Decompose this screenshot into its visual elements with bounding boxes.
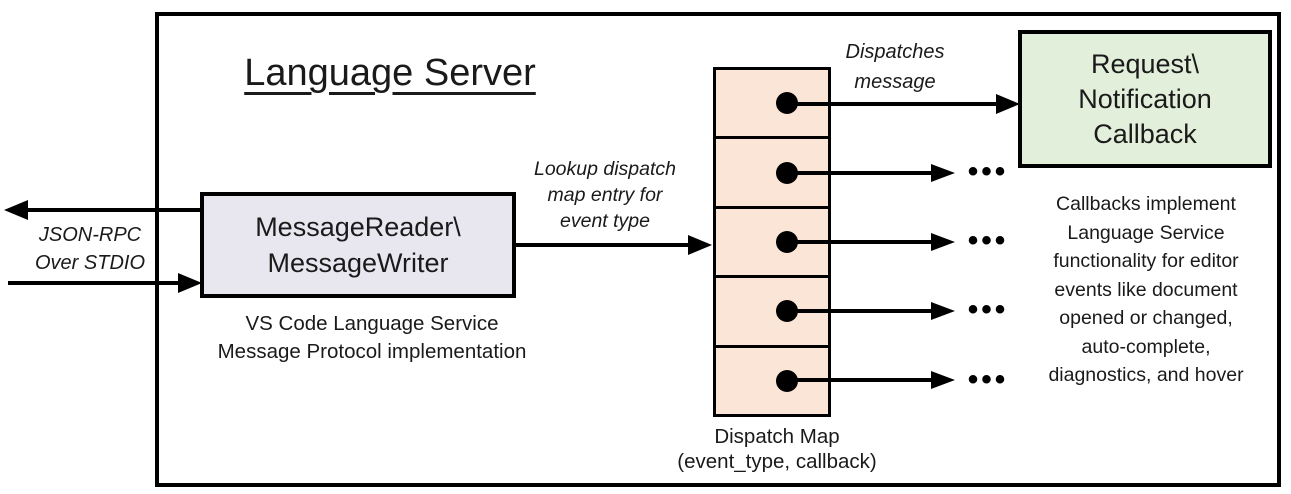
callbacks-description-line: auto-complete,: [1081, 335, 1211, 358]
dispatches-message-label: Dispatches message: [830, 37, 960, 97]
callbacks-description-line: opened or changed,: [1059, 307, 1233, 329]
dispatch-map-caption-line: (event_type, callback): [677, 450, 877, 473]
message-box-caption-line: VS Code Language Service: [245, 312, 499, 335]
dispatch-entry-dot-icon: [776, 369, 798, 392]
dispatch-entry-dot-icon: [776, 161, 798, 184]
callback-box-line: Notification: [1078, 83, 1212, 114]
dispatch-entry-dot-icon: [776, 92, 798, 115]
dispatch-entry-dot-icon: [776, 231, 798, 254]
ellipsis-label: •••: [967, 224, 1009, 257]
lookup-label-line: map entry for: [547, 184, 663, 206]
callbacks-description-line: Language Service: [1067, 221, 1225, 244]
json-rpc-label-line: Over STDIO: [34, 252, 145, 274]
dispatch-cell: [716, 278, 828, 348]
callback-box-line: Request\: [1090, 48, 1200, 79]
request-notification-callback-box: Request\ Notification Callback: [1018, 30, 1272, 168]
diagram-title: Language Server: [244, 52, 536, 94]
callbacks-description: Callbacks implement Language Service fun…: [1021, 190, 1271, 390]
ellipsis-label: •••: [967, 155, 1009, 188]
dispatches-label-line: Dispatches: [845, 41, 945, 63]
dispatch-cell: [716, 139, 828, 209]
json-rpc-label-line: JSON-RPC: [38, 224, 142, 246]
dispatch-map-caption-line: Dispatch Map: [714, 425, 840, 448]
dispatch-cell: [716, 347, 828, 415]
ellipsis-label: •••: [967, 363, 1009, 396]
dispatch-cell: [716, 208, 828, 279]
callbacks-description-line: events like document: [1054, 278, 1238, 301]
dispatches-label-line: message: [854, 71, 936, 93]
lookup-label-line: event type: [560, 210, 650, 232]
callbacks-description-line: diagnostics, and hover: [1048, 364, 1244, 386]
message-box-line: MessageReader\: [255, 212, 461, 242]
lookup-dispatch-label: Lookup dispatch map entry for event type: [520, 156, 690, 234]
message-box-caption: VS Code Language Service Message Protoco…: [192, 310, 552, 366]
message-reader-writer-box: MessageReader\ MessageWriter: [200, 192, 516, 298]
message-box-caption-line: Message Protocol implementation: [217, 340, 527, 363]
callbacks-description-line: Callbacks implement: [1056, 193, 1236, 215]
dispatch-map: [713, 67, 831, 417]
dispatch-entry-dot-icon: [776, 300, 798, 323]
callback-box-line: Callback: [1093, 118, 1197, 149]
lookup-label-line: Lookup dispatch: [533, 158, 677, 180]
dispatch-cell: [716, 70, 828, 140]
ellipsis-label: •••: [967, 293, 1009, 326]
message-box-line: MessageWriter: [267, 248, 449, 278]
json-rpc-stdio-label: JSON-RPC Over STDIO: [15, 221, 165, 277]
callbacks-description-line: functionality for editor: [1053, 250, 1239, 272]
dispatch-map-caption: Dispatch Map (event_type, callback): [657, 424, 897, 474]
